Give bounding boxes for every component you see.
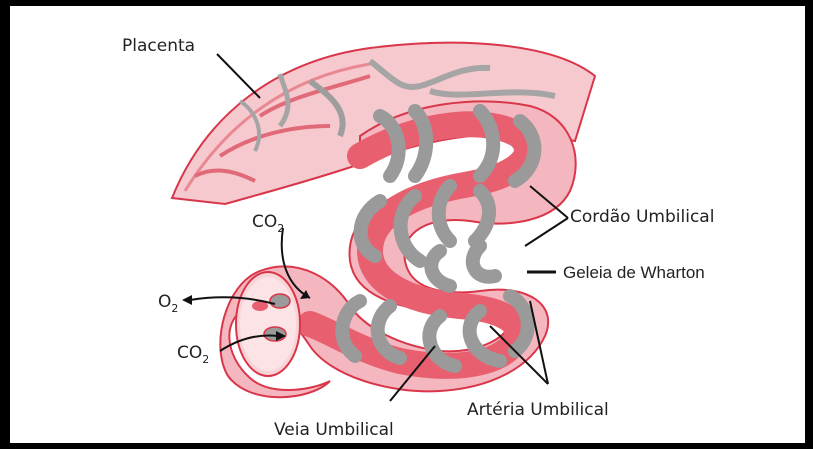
label-cordao-umbilical: Cordão Umbilical [570, 207, 714, 227]
label-co2-bottom: CO2 [177, 343, 209, 366]
label-co2-top: CO2 [252, 212, 284, 235]
umbilical-cord-diagram: Placenta Cordão Umbilical Geleia de Whar… [10, 6, 805, 443]
cord-cross-section [236, 272, 300, 376]
label-o2: O2 [158, 292, 178, 315]
o2-arrowhead [182, 295, 192, 305]
label-veia-umbilical: Veia Umbilical [274, 420, 394, 440]
label-geleia-de-wharton: Geleia de Wharton [563, 263, 705, 282]
label-arteria-umbilical: Artéria Umbilical [467, 400, 609, 420]
label-placenta: Placenta [122, 36, 195, 56]
diagram-frame: Placenta Cordão Umbilical Geleia de Whar… [10, 6, 805, 443]
cordao-leader-2 [525, 218, 568, 246]
placenta-leader [217, 54, 260, 98]
artery-section-bottom [264, 327, 286, 341]
artery-section-top [270, 294, 290, 308]
